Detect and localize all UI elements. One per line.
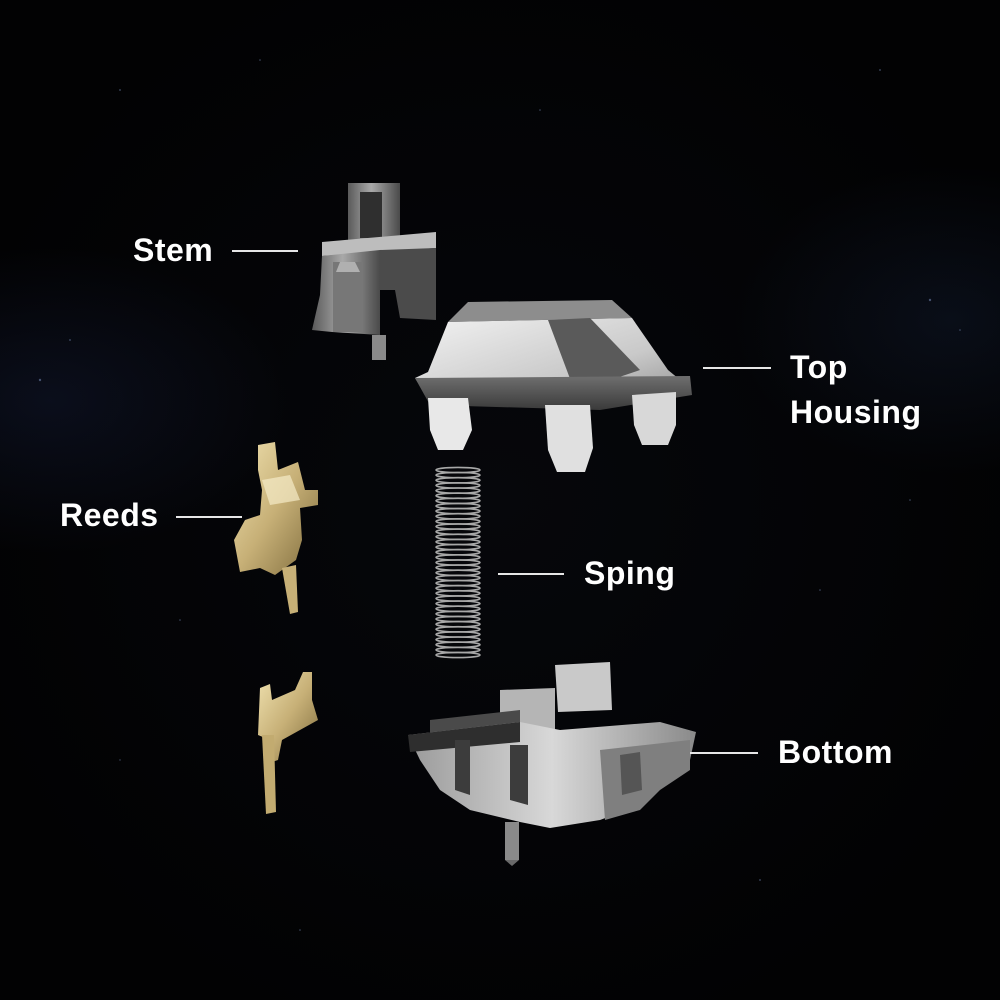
lower-reed-part: [258, 672, 318, 814]
reeds-leader-line: [176, 516, 242, 518]
bottom-label: Bottom: [778, 734, 893, 770]
top-housing-part: [415, 300, 692, 472]
stem-label: Stem: [133, 232, 214, 268]
top-housing-label-line2: Housing: [790, 394, 922, 430]
spring-coil: [435, 651, 481, 659]
reeds-label: Reeds: [60, 497, 159, 533]
stem-leader-line: [232, 250, 298, 252]
top-housing-leader-line: [703, 367, 771, 369]
stem-part: [312, 183, 436, 360]
top-housing-label-line1: Top: [790, 349, 848, 385]
spring-label: Sping: [584, 555, 676, 591]
bottom-leader-line: [690, 752, 758, 754]
upper-reed-part: [234, 442, 318, 614]
bottom-housing-part: [408, 662, 696, 866]
spring-part: [435, 466, 481, 659]
star-field: [38, 59, 961, 931]
spring-leader-line: [498, 573, 564, 575]
